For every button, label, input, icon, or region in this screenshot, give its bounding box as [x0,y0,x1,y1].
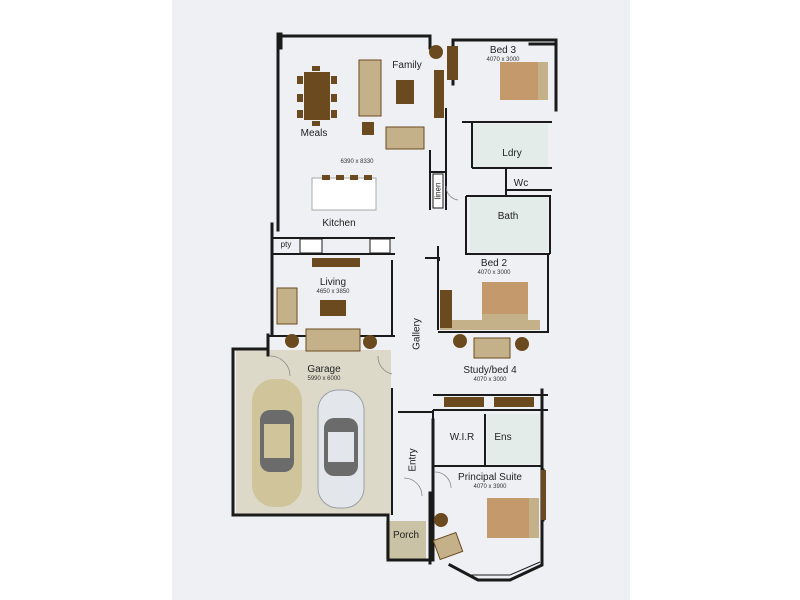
kitchen-island [311,177,377,211]
bed2-name: Bed 2 [480,258,508,269]
laundry-name: Ldry [502,148,522,159]
pantry-label: pty [280,240,292,250]
bay-window [449,561,541,576]
meals-label: Meals [301,128,328,139]
family-label: Family [392,60,421,71]
wir-label: W.I.R [450,432,474,443]
porch-label: Porch [393,530,419,541]
principal-dim: 4070 x 3900 [473,484,507,490]
bed3-dim: 4070 x 3000 [486,57,520,63]
gallery-name: Gallery [411,318,423,350]
wc-label: Wc [514,178,528,189]
laundry-label: Ldry [502,148,521,159]
entry-label: Entry [408,448,419,471]
family-name: Family [392,60,422,71]
wc-name: Wc [513,178,529,189]
cabinetry [299,46,546,520]
family-sofa [358,59,382,117]
study-dim: 4070 x 3000 [473,377,507,383]
principal-bed [487,498,529,538]
study-name: Study/bed 4 [463,365,517,376]
beds [440,62,548,538]
dining-table [304,72,330,120]
linen-label: linen [434,183,443,200]
armchair-pair [385,126,425,150]
living-dim: 4650 x 3850 [316,289,350,295]
bath-label: Bath [498,211,519,222]
principal-name: Principal Suite [458,472,522,483]
bath-floor [470,196,548,252]
meals-furniture [297,45,443,211]
door-swings [269,185,459,497]
porch-floor [386,521,426,559]
entry-name: Entry [407,448,419,472]
linen-name: linen [433,182,443,200]
porch-name: Porch [392,530,420,541]
living-furniture [276,287,377,352]
garage-name: Garage [307,364,341,375]
laundry-floor [472,124,548,168]
cars [252,379,365,509]
interior-walls [268,108,552,515]
coffee-table [396,80,414,104]
kitchen-label: Kitchen [322,218,355,229]
pantry-name: pty [280,240,292,249]
wir-name: W.I.R [449,432,475,443]
family-meals-kitchen-dim-text: 6390 x 8330 [340,159,374,165]
study-furniture [453,334,529,359]
plant-pot [429,45,443,59]
living-name: Living [319,277,347,288]
garage-dim: 5990 x 6000 [307,376,341,382]
bed2-dim: 4070 x 3000 [477,270,511,276]
kitchen-name: Kitchen [322,218,356,229]
bath-name: Bath [497,211,519,222]
principal-furniture [432,513,464,561]
ensuite-floor [487,414,543,464]
bed2-bed [482,282,528,320]
meals-name: Meals [300,128,328,139]
bed3-name: Bed 3 [489,45,517,56]
gallery-label: Gallery [412,318,423,350]
ensuite-name: Ens [494,432,512,443]
ensuite-label: Ens [494,432,511,443]
family-meals-kitchen-dim: 6390 x 8330 [340,158,373,166]
